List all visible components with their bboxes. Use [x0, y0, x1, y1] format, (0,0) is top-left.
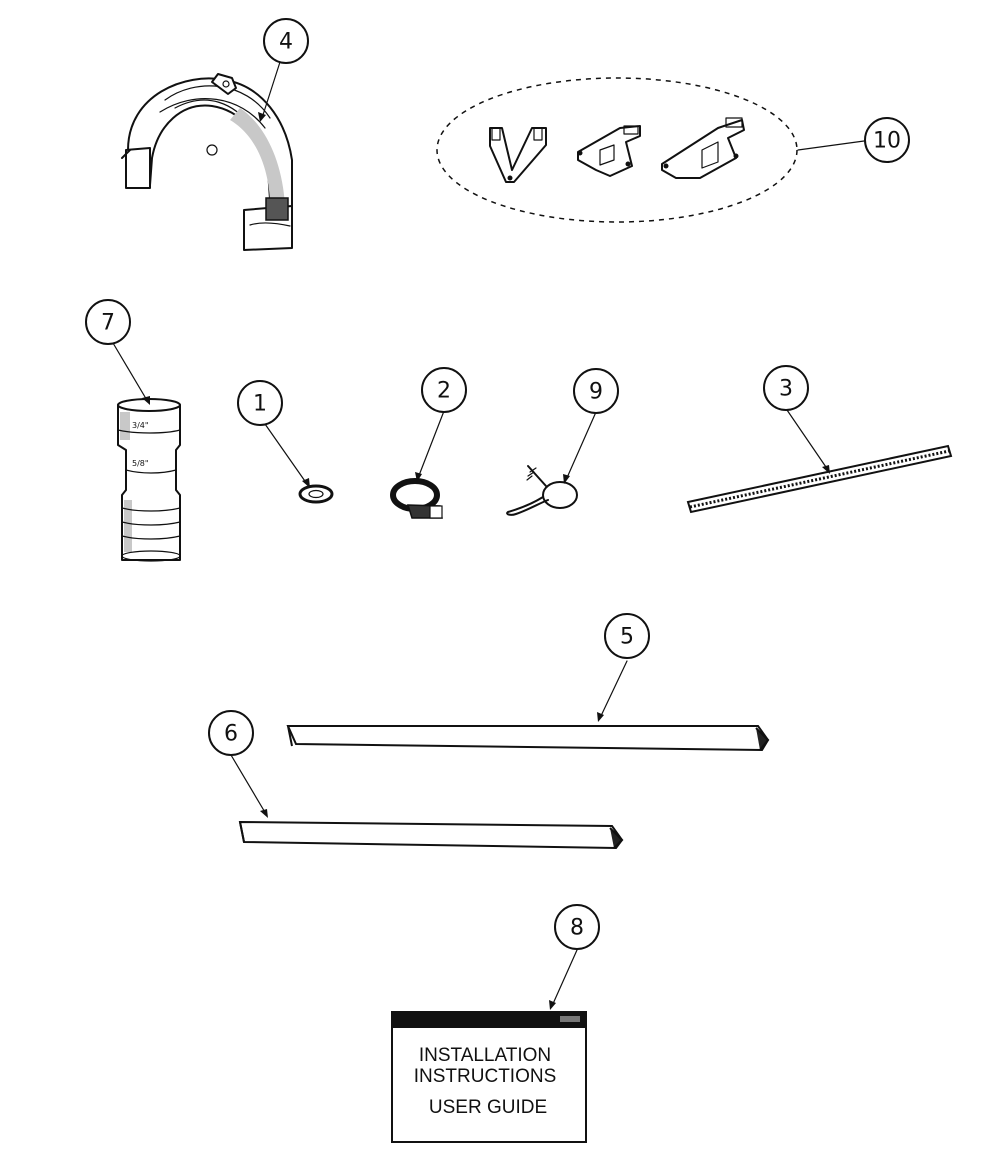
- callout-8: 8: [554, 904, 600, 950]
- callout-1-label: 1: [253, 392, 267, 417]
- manual-line-installation: INSTALLATION: [419, 1045, 551, 1066]
- manual-line-user-guide: USER GUIDE: [429, 1097, 547, 1118]
- callout-6-label: 6: [224, 722, 238, 747]
- callout-1: 1: [237, 380, 283, 426]
- callout-5: 5: [604, 613, 650, 659]
- callout-10-label: 10: [873, 129, 901, 154]
- callout-7: 7: [85, 299, 131, 345]
- bracket-group-outline: [436, 77, 798, 223]
- part-3-threaded-rod: [686, 444, 953, 514]
- callout-9: 9: [573, 368, 619, 414]
- callout-10: 10: [864, 117, 910, 163]
- callout-7-label: 7: [101, 311, 115, 336]
- adapter-mark-lower: 5/8": [132, 459, 149, 468]
- part-2-hose-clamp: [390, 478, 443, 519]
- part-7-stepped-adapter: 3/4" 5/8": [117, 398, 181, 562]
- part-5-long-strip: [286, 725, 770, 752]
- callout-3: 3: [763, 365, 809, 411]
- leader-lines: [112, 61, 865, 1010]
- part-8-manual: INSTALLATION INSTRUCTIONS USER GUIDE: [391, 1011, 587, 1143]
- part-10-mounting-brackets: [436, 77, 798, 223]
- callout-6: 6: [208, 710, 254, 756]
- callout-2-label: 2: [437, 379, 451, 404]
- manual-line-instructions: INSTRUCTIONS: [414, 1066, 557, 1087]
- callout-8-label: 8: [570, 916, 584, 941]
- callout-2: 2: [421, 367, 467, 413]
- part-4-saddle-bracket: [121, 73, 293, 251]
- part-6-short-strip: [238, 820, 624, 850]
- callout-4: 4: [263, 18, 309, 64]
- part-9-cable-tie: [506, 465, 578, 516]
- callout-5-label: 5: [620, 625, 634, 650]
- callout-4-label: 4: [279, 30, 293, 55]
- part-1-washer: [298, 484, 334, 504]
- adapter-mark-upper: 3/4": [132, 421, 149, 430]
- callout-9-label: 9: [589, 380, 603, 405]
- callout-3-label: 3: [779, 377, 793, 402]
